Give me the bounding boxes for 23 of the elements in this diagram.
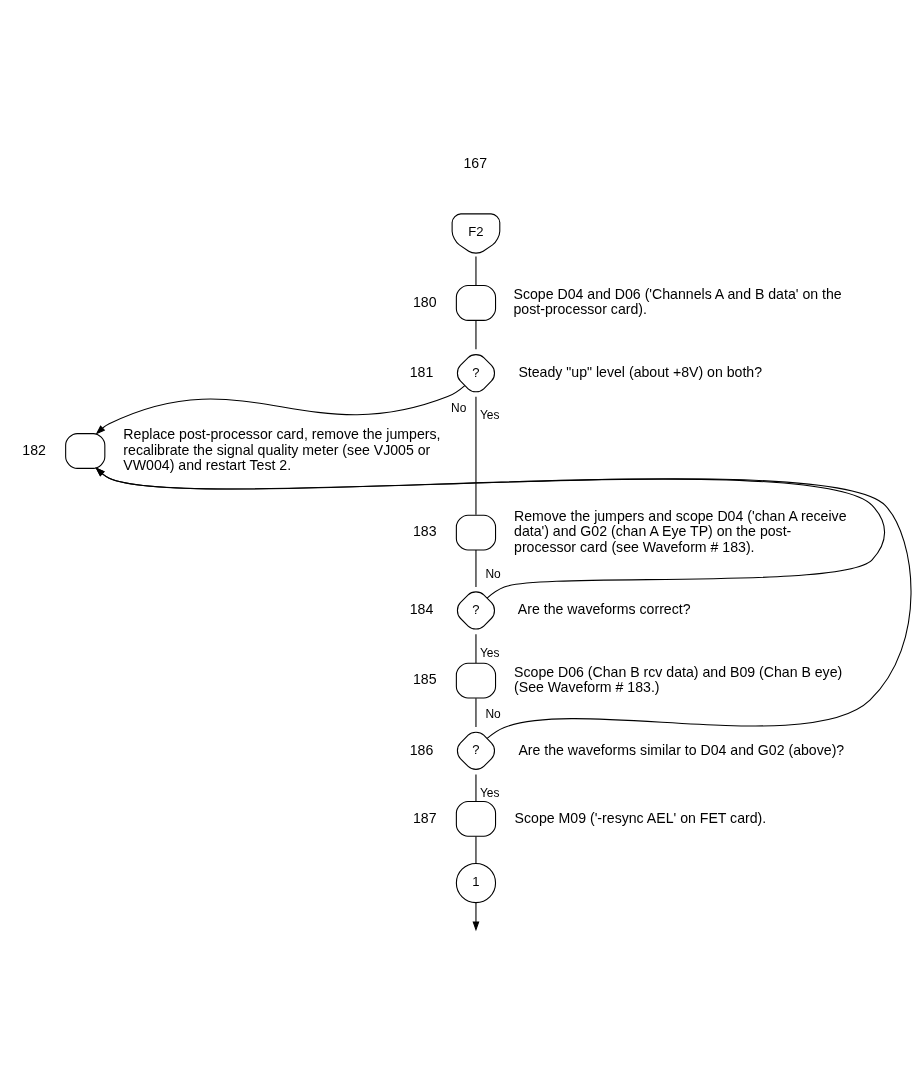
node-label: 187 <box>413 809 437 826</box>
node-label: 181 <box>409 363 434 380</box>
edge-label: Yes <box>479 645 500 660</box>
node-label: 182 <box>22 441 46 458</box>
node-label: Are the waveforms similar to D04 and G02 (above)? <box>518 741 845 758</box>
node-label: 183 <box>413 522 437 539</box>
edge-label: No <box>485 706 501 721</box>
edge-label: No <box>451 400 467 415</box>
node-label: Are the waveforms correct? <box>517 600 691 617</box>
node-label: 185 <box>413 670 437 687</box>
node-label: 186 <box>409 741 434 758</box>
node-label: 180 <box>413 293 437 310</box>
node-label: Scope M09 ('-resync AEL' on FET card). <box>514 809 767 826</box>
node-label: Scope D06 (Chan B rcv data) and B09 (Chan B eye) (See Waveform # 183.) <box>514 663 843 695</box>
edge-label: Yes <box>479 407 500 422</box>
node-label: Remove the jumpers and scope D04 ('chan A receive data') and G02 (chan A Eye TP) on the post-processor card (see Waveform # 183). <box>514 507 847 555</box>
node-label: Replace post-processor card, remove the jumpers, recalibrate the signal quality meter (see VJ005 or VW004) and restart Test 2. <box>123 425 441 473</box>
edge-label: Yes <box>479 785 500 800</box>
node-label: Steady "up" level (about +8V) on both? <box>518 363 763 380</box>
node-label: Scope D04 and D06 ('Channels A and B data' on the post-processor card). <box>513 285 842 317</box>
node-label: 167 <box>463 154 488 171</box>
edge-label: No <box>485 566 501 581</box>
node-label: 184 <box>409 600 434 617</box>
